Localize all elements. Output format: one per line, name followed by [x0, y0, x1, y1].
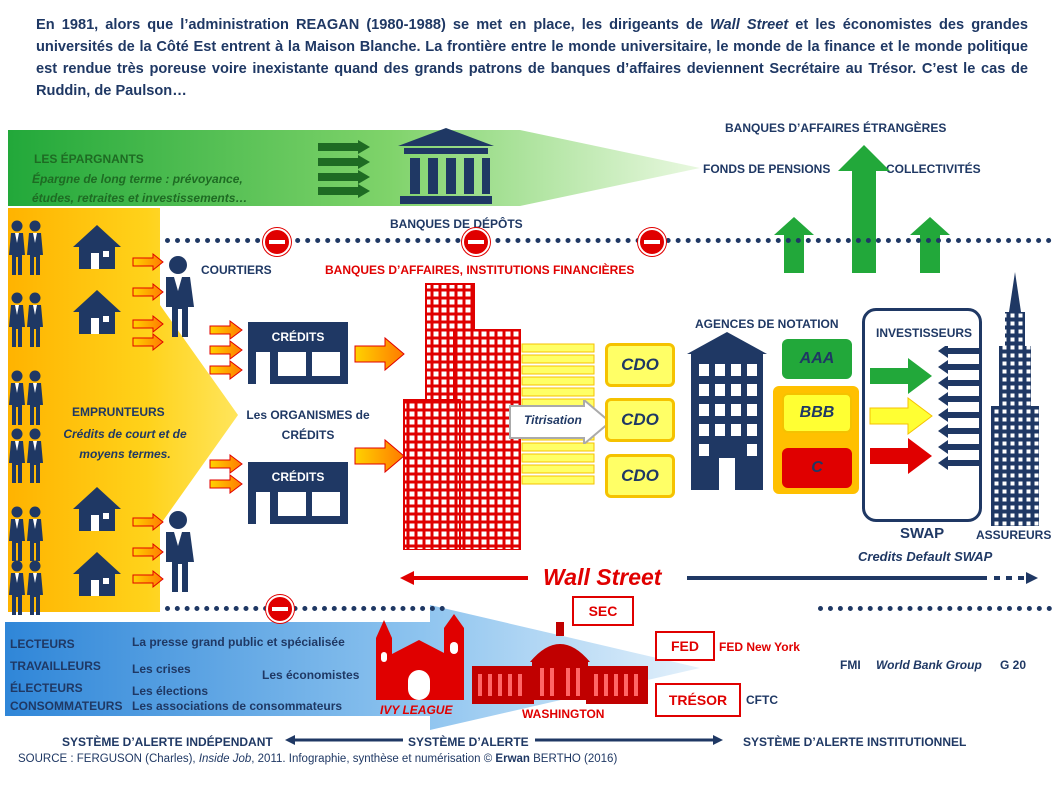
cdo-box-3: CDO [605, 454, 675, 498]
source-title: Inside Job [198, 753, 252, 765]
source-line: SOURCE : FERGUSON (Charles), Inside Job,… [18, 753, 617, 765]
wall-street-line [400, 571, 1038, 585]
fed-box: FED [655, 631, 715, 661]
press-label: La presse grand public et spécialisée [132, 635, 345, 649]
intro-text-1: En 1981, alors que l’administration REAG… [36, 17, 711, 33]
workers-label: TRAVAILLEURS [10, 659, 101, 673]
securitization-arrow [509, 400, 612, 444]
credit-organisms-label: Les ORGANISMES de CRÉDITS [246, 408, 370, 442]
source-suffix: BERTHO (2016) [529, 753, 618, 765]
savers-green-arrow [8, 130, 700, 206]
credit-flow-arrows [209, 320, 405, 494]
securitization-label: Titrisation [524, 413, 582, 427]
outflow-up-arrows [774, 145, 950, 273]
investors-label: INVESTISSEURS [876, 326, 973, 340]
investment-banks-label: BANQUES D’AFFAIRES, INSTITUTIONS FINANCI… [325, 263, 635, 277]
institutional-alert-label: SYSTÈME D’ALERTE INSTITUTIONNEL [743, 735, 967, 749]
brokers-figures [166, 256, 194, 592]
intro-text-wallstreet: Wall Street [710, 17, 789, 33]
elections-label: Les élections [132, 684, 209, 698]
borrowers-description: Crédits de court et de moyens termes. [63, 427, 187, 461]
borrowers-yellow-band [8, 208, 238, 612]
imf-label: FMI [840, 658, 861, 672]
ivy-league-icon [376, 614, 464, 700]
deposit-banks-label: BANQUES DE DÉPÔTS [390, 217, 523, 231]
sec-box: SEC [572, 596, 634, 626]
consumer-associations-label: Les associations de consommateurs [132, 699, 343, 713]
source-author-first: Erwan [495, 753, 530, 765]
g20-label: G 20 [1000, 658, 1027, 672]
rating-aaa: AAA [782, 339, 852, 379]
wall-street-title: Wall Street [543, 564, 662, 590]
savers-description: Épargne de long terme : prévoyance, étud… [32, 172, 248, 205]
savings-flow-arrows [318, 140, 370, 198]
bottom-dotted-separator-right [818, 606, 1052, 611]
swap-box [862, 308, 982, 522]
readers-label: LECTEURS [10, 637, 75, 651]
treasury-box: TRÉSOR [655, 683, 741, 717]
credits-box-top-label: CRÉDITS [271, 330, 325, 344]
intro-text-2: et les économistes des grandes universit… [36, 17, 1028, 99]
deposit-bank-icon [398, 128, 494, 204]
ivy-league-label: IVY LEAGUE [380, 703, 453, 717]
pension-funds-label: FONDS DE PENSIONS [703, 162, 831, 176]
insurer-arrows [938, 346, 980, 470]
washington-label: WASHINGTON [522, 707, 605, 721]
fed-ny-label: FED New York [719, 640, 800, 654]
consumers-label: CONSOMMATEURS [10, 699, 123, 713]
savers-label: LES ÉPARGNANTS [34, 152, 144, 166]
source-middle: , 2011. Infographie, synthèse et numéris… [251, 753, 496, 765]
economists-label: Les économistes [262, 668, 360, 682]
credits-box-bottom: CRÉDITS [248, 462, 348, 524]
credits-box-bottom-label: CRÉDITS [271, 470, 325, 484]
washington-capitol-icon [472, 622, 648, 704]
communities-label: COLLECTIVITÉS [886, 162, 981, 176]
intro-paragraph: En 1981, alors que l’administration REAG… [36, 14, 1028, 102]
rating-c: C [782, 448, 852, 488]
cftc-label: CFTC [746, 693, 778, 707]
cdo-box-1: CDO [605, 343, 675, 387]
borrowers-label: EMPRUNTEURS [72, 405, 165, 419]
bottom-dotted-separator-left [165, 606, 445, 611]
top-dotted-separator [165, 238, 1052, 243]
insurers-label: ASSUREURS [976, 528, 1052, 542]
no-entry-icon [266, 595, 294, 623]
alert-system-line [285, 735, 723, 745]
rating-agencies-label: AGENCES DE NOTATION [695, 317, 839, 331]
rating-bbb: BBB [782, 393, 852, 433]
source-prefix: SOURCE : FERGUSON (Charles), [18, 753, 199, 765]
rating-flow-arrows [869, 358, 933, 474]
investment-bank-towers [403, 283, 521, 550]
credits-box-top: CRÉDITS [248, 322, 348, 384]
voters-label: ÉLECTEURS [10, 681, 83, 695]
foreign-banks-label: BANQUES D’AFFAIRES ÉTRANGÈRES [725, 121, 947, 135]
no-entry-icon [638, 228, 666, 256]
independent-alert-label: SYSTÈME D’ALERTE INDÉPENDANT [62, 735, 273, 749]
alert-system-label: SYSTÈME D’ALERTE [408, 735, 529, 749]
cdo-box-2: CDO [605, 398, 675, 442]
no-entry-icon [462, 228, 490, 256]
rating-agency-building-icon [687, 332, 767, 490]
no-entry-icon [263, 228, 291, 256]
swap-label: SWAP [900, 525, 945, 542]
crises-label: Les crises [132, 662, 191, 676]
world-bank-label: World Bank Group [876, 658, 982, 672]
cds-label: Credits Default SWAP [858, 549, 993, 564]
insurers-tower-icon [991, 272, 1039, 526]
brokers-label: COURTIERS [201, 263, 272, 277]
